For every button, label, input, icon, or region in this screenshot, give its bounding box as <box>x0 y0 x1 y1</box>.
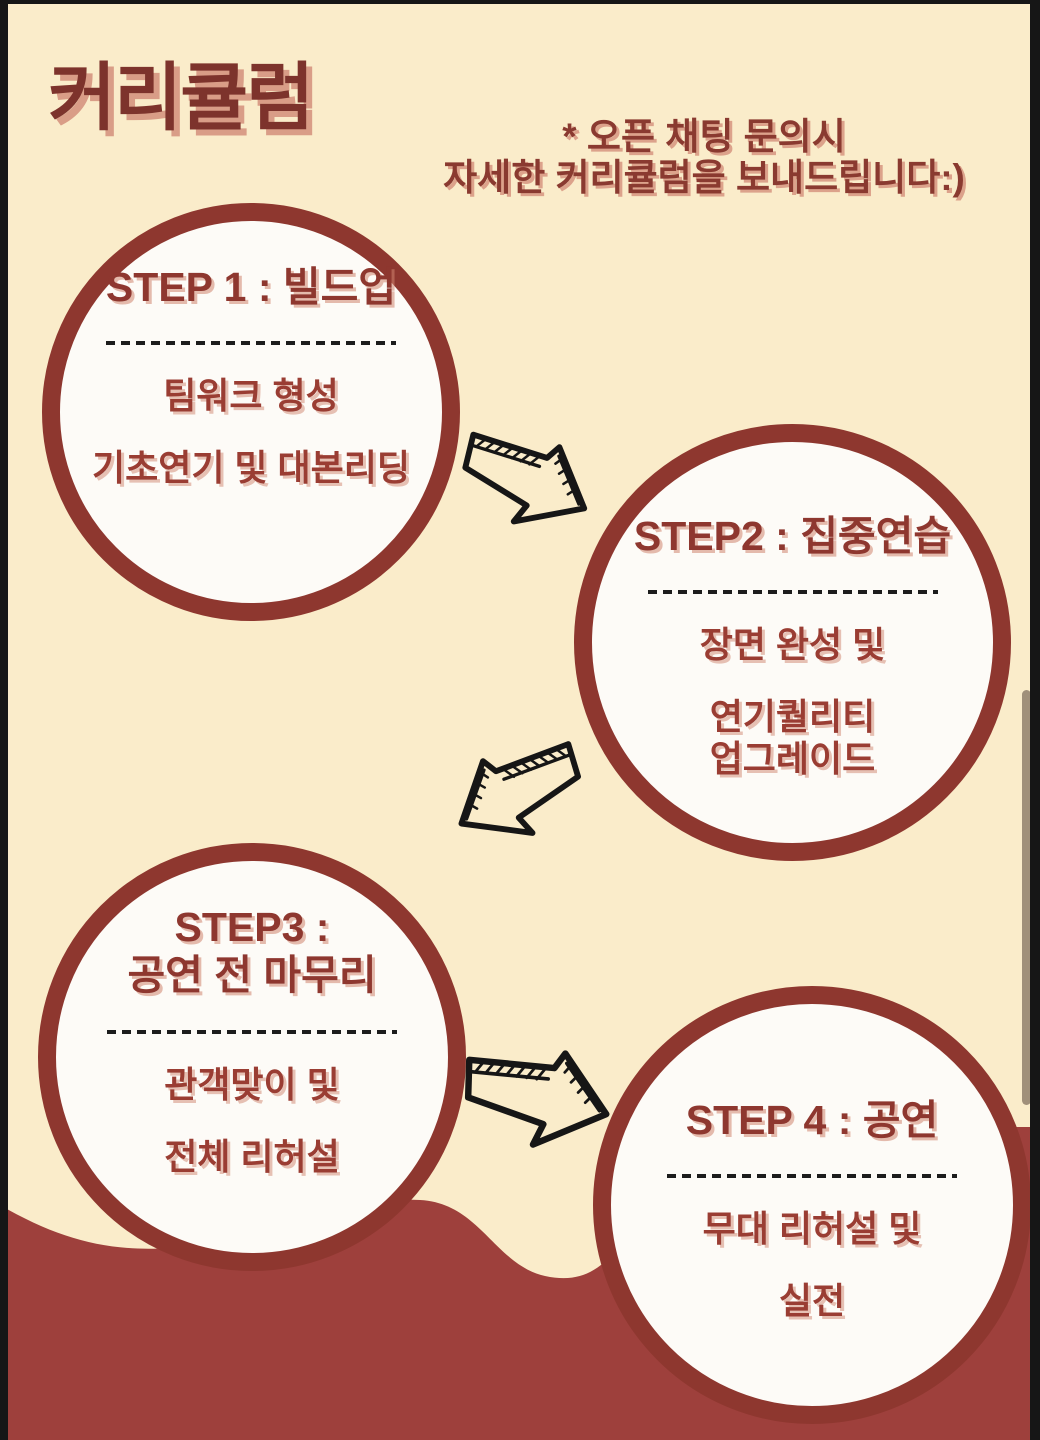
step2-title: STEP2 : 집중연습 <box>633 513 952 559</box>
step3-line2: 전체 리허설 <box>164 1135 340 1177</box>
scrollbar-thumb[interactable] <box>1022 690 1031 1105</box>
step3-circle: STEP3 : 공연 전 마무리 관객맞이 및 전체 리허설 <box>38 843 466 1271</box>
step3-divider <box>107 1029 397 1034</box>
step1-circle: STEP 1 : 빌드업 팀워크 형성 기초연기 및 대본리딩 <box>42 203 460 621</box>
step1-line2: 기초연기 및 대본리딩 <box>91 447 411 489</box>
step3-line1: 관객맞이 및 <box>164 1063 340 1105</box>
step4-divider <box>667 1174 957 1179</box>
arrow-down-right-icon <box>434 401 612 555</box>
screen-edge-left <box>0 0 8 1440</box>
step3-title: STEP3 : 공연 전 마무리 <box>127 904 377 999</box>
arrow-down-left-icon <box>431 711 610 870</box>
step4-title: STEP 4 : 공연 <box>685 1097 939 1143</box>
step4-line2: 실전 <box>778 1280 846 1322</box>
step2-line2: 연기퀄리티 업그레이드 <box>709 696 876 779</box>
step2-divider <box>647 590 938 595</box>
open-chat-note-line2: 자세한 커리큘럼을 보내드립니다:) <box>443 157 965 199</box>
arrow-down-right-icon <box>440 1023 627 1168</box>
step2-line1: 장면 완성 및 <box>699 624 886 666</box>
step4-line1: 무대 리허설 및 <box>702 1208 922 1250</box>
open-chat-note: * 오픈 채팅 문의시 자세한 커리큘럼을 보내드립니다:) <box>384 116 1024 199</box>
step4-circle: STEP 4 : 공연 무대 리허설 및 실전 <box>593 986 1031 1424</box>
step1-title: STEP 1 : 빌드업 <box>105 264 397 310</box>
step1-divider <box>106 341 396 346</box>
step2-circle: STEP2 : 집중연습 장면 완성 및 연기퀄리티 업그레이드 <box>574 424 1011 861</box>
page-title: 커리큘럼 <box>48 56 314 139</box>
step1-line1: 팀워크 형성 <box>163 375 339 417</box>
screen-edge-right <box>1030 0 1040 1440</box>
screen-edge-top <box>0 0 1040 4</box>
open-chat-note-line1: * 오픈 채팅 문의시 <box>562 116 846 157</box>
